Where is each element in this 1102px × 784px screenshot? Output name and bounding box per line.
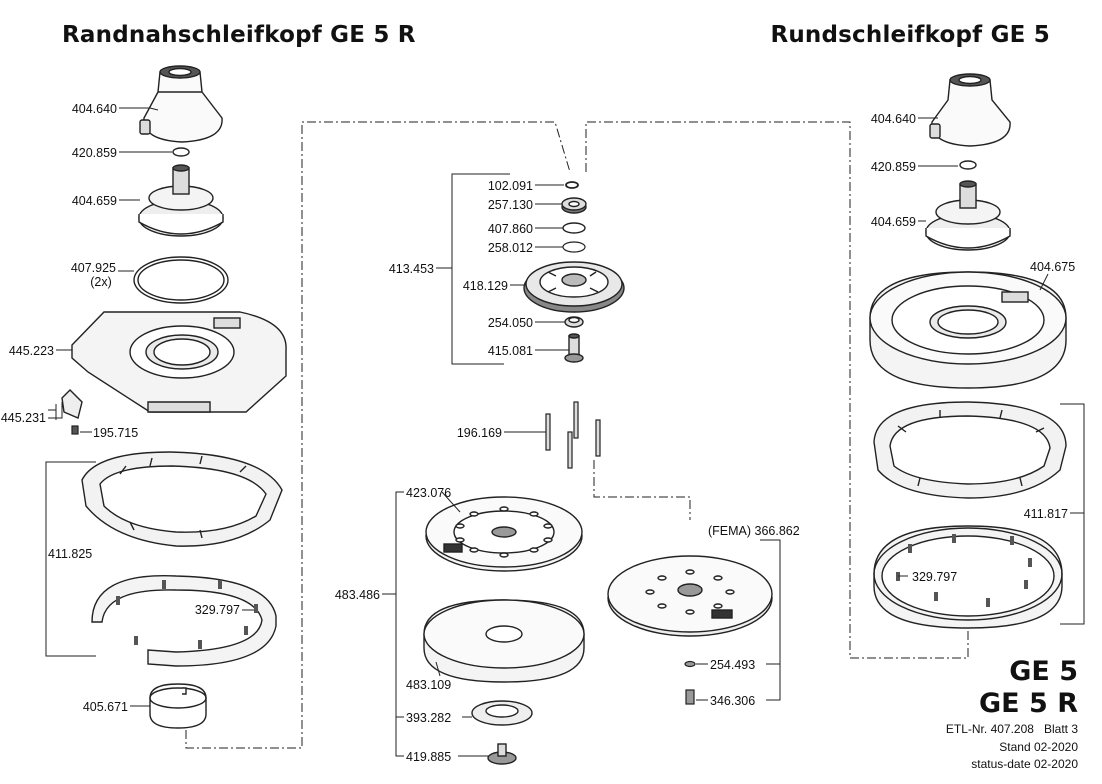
part-404-640-right (929, 73, 1011, 147)
model-ge5r: GE 5 R (979, 688, 1078, 719)
part-483-109 (423, 599, 585, 683)
label-420-859-left: 420.859 (72, 146, 117, 160)
part-254-050 (564, 316, 584, 328)
label-404-675-right: 404.675 (1030, 260, 1075, 274)
part-329-797-right (873, 525, 1063, 629)
part-labels: 404.640 420.859 404.659 407.925 (2x) 445… (1, 102, 1075, 764)
part-405-671-left (149, 683, 207, 729)
etl-number: ETL-Nr. 407.208 Blatt 3 (946, 722, 1078, 736)
part-195-715-left (71, 425, 79, 435)
part-404-675-right (869, 271, 1067, 389)
label-418-129: 418.129 (463, 279, 508, 293)
label-411-825-left: 411.825 (48, 547, 92, 561)
label-415-081: 415.081 (488, 344, 533, 358)
part-404-659-left (138, 164, 224, 237)
label-257-130: 257.130 (488, 198, 533, 212)
part-404-659-right (925, 180, 1011, 251)
label-254-493: 254.493 (710, 658, 755, 672)
label-404-659-right: 404.659 (871, 215, 916, 229)
part-411-817-right (873, 401, 1067, 499)
label-329-797-right: 329.797 (912, 570, 957, 584)
label-413-453: 413.453 (389, 262, 434, 276)
part-346-306 (685, 689, 695, 705)
part-445-231-left (61, 389, 83, 419)
part-257-130 (561, 197, 587, 214)
model-ge5: GE 5 (1009, 656, 1078, 687)
part-420-859-left (172, 147, 190, 157)
label-329-797-left: 329.797 (195, 603, 240, 617)
part-196-169-screws (545, 401, 601, 469)
label-445-223-left: 445.223 (9, 344, 54, 358)
label-102-091: 102.091 (488, 179, 533, 193)
etl-label: ETL-Nr. 407.208 (945, 722, 1034, 736)
label-393-282: 393.282 (406, 711, 451, 725)
part-445-223-left (71, 311, 287, 413)
label-411-817-right: 411.817 (1024, 507, 1068, 521)
part-258-012 (562, 241, 586, 253)
label-195-715-left: 195.715 (93, 426, 138, 440)
part-254-493 (684, 660, 696, 668)
label-404-640-left: 404.640 (72, 102, 117, 116)
part-329-797-left (91, 575, 277, 667)
part-423-076 (425, 496, 583, 572)
label-258-012: 258.012 (488, 241, 533, 255)
label-404-659-left: 404.659 (72, 194, 117, 208)
label-196-169: 196.169 (457, 426, 502, 440)
status-date: status-date 02-2020 (971, 757, 1078, 771)
label-407-925-qty: (2x) (90, 275, 112, 289)
title-left: Randnahschleifkopf GE 5 R (62, 22, 416, 48)
label-fema-366-862: (FEMA) 366.862 (708, 524, 800, 538)
part-404-640-left (139, 65, 223, 143)
title-right: Rundschleifkopf GE 5 (770, 22, 1050, 48)
label-346-306: 346.306 (710, 694, 755, 708)
part-393-282 (471, 700, 533, 726)
label-407-925-left: 407.925 (71, 261, 116, 275)
part-366-862 (607, 555, 773, 637)
part-420-859-right (959, 160, 977, 170)
assembly-connector-lines (185, 121, 969, 749)
label-254-050: 254.050 (488, 316, 533, 330)
label-483-109: 483.109 (406, 678, 451, 692)
label-445-231-left: 445.231 (1, 411, 46, 425)
label-419-885: 419.885 (406, 750, 451, 764)
stand-date: Stand 02-2020 (999, 740, 1078, 754)
part-419-885 (487, 743, 517, 765)
sheet-label: Blatt 3 (1043, 722, 1078, 736)
part-415-081 (564, 333, 584, 363)
label-405-671-left: 405.671 (83, 700, 128, 714)
label-423-076: 423.076 (406, 486, 451, 500)
leader-lines (45, 107, 1085, 757)
part-411-825-left (81, 451, 283, 547)
label-404-640-right: 404.640 (871, 112, 916, 126)
label-407-860: 407.860 (488, 222, 533, 236)
part-407-860 (562, 222, 586, 234)
part-407-925-left (133, 256, 229, 304)
part-102-091 (565, 181, 579, 189)
label-483-486: 483.486 (335, 588, 380, 602)
label-420-859-right: 420.859 (871, 160, 916, 174)
part-418-129 (523, 261, 625, 313)
